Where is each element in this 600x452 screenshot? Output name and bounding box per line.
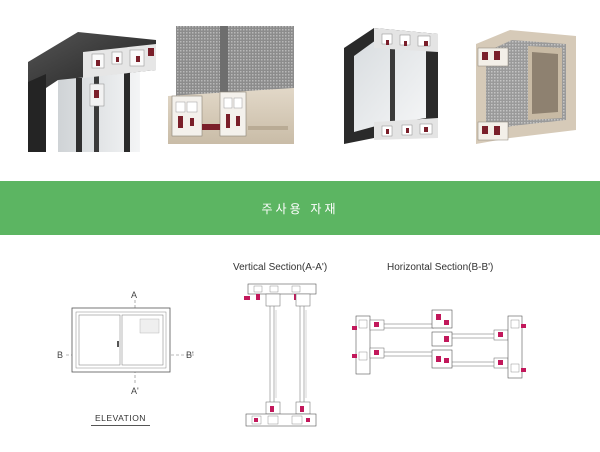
elevation-label: ELEVATION [91, 413, 150, 426]
product-photo-3 [330, 26, 440, 144]
marker-b-right: B' [186, 350, 194, 360]
product-photo-2 [168, 26, 294, 144]
marker-a-bottom: A' [131, 386, 139, 396]
product-photo-4 [470, 26, 580, 144]
vertical-section-title: Vertical Section(A-A') [233, 262, 328, 273]
section-banner: 주사용 자재 [0, 181, 600, 235]
horizontal-section-drawing [352, 306, 528, 384]
horizontal-section-title: Horizontal Section(B-B') [387, 262, 494, 273]
banner-title: 주사용 자재 [261, 201, 339, 216]
elevation-underline [91, 425, 150, 426]
elevation-drawing: A A' B B' [57, 286, 210, 426]
product-photo-1 [28, 22, 158, 152]
marker-b-left: B [57, 350, 64, 360]
vertical-section-drawing [244, 280, 324, 430]
marker-a-top: A [131, 290, 138, 300]
